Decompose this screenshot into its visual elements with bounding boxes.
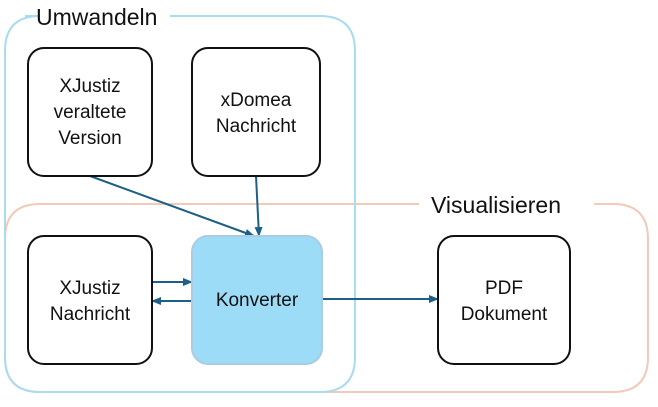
node-xjustiz-line-2: Nachricht (50, 304, 131, 325)
node-xjustiz-old-line-1: XJustiz (59, 76, 120, 97)
edge-xjustiz-old-to-converter (89, 175, 255, 237)
node-xjustiz[interactable]: XJustiz Nachricht (27, 235, 153, 365)
node-xjustiz-old-line-3: Version (58, 128, 121, 149)
umwandeln-border (4, 15, 356, 393)
edges (89, 175, 439, 305)
node-converter-label: Konverter (216, 290, 299, 311)
node-pdf-line-1: PDF (485, 278, 523, 299)
node-pdf[interactable]: PDF Dokument (437, 235, 571, 365)
node-xdomea-line-2: Nachricht (216, 116, 297, 137)
group-umwandeln: Umwandeln (4, 4, 356, 393)
umwandeln-label: Umwandeln (36, 4, 157, 30)
node-xjustiz-old-line-2: veraltete (54, 102, 127, 123)
node-xdomea[interactable]: xDomea Nachricht (191, 47, 321, 177)
node-converter[interactable]: Konverter (191, 235, 323, 365)
edge-xdomea-to-converter (254, 175, 263, 237)
visualisieren-label: Visualisieren (431, 192, 561, 218)
node-pdf-line-2: Dokument (461, 304, 548, 325)
node-xjustiz-old[interactable]: XJustiz veraltete Version (27, 47, 153, 177)
node-xjustiz-line-1: XJustiz (59, 278, 120, 299)
node-xdomea-line-1: xDomea (221, 90, 292, 111)
